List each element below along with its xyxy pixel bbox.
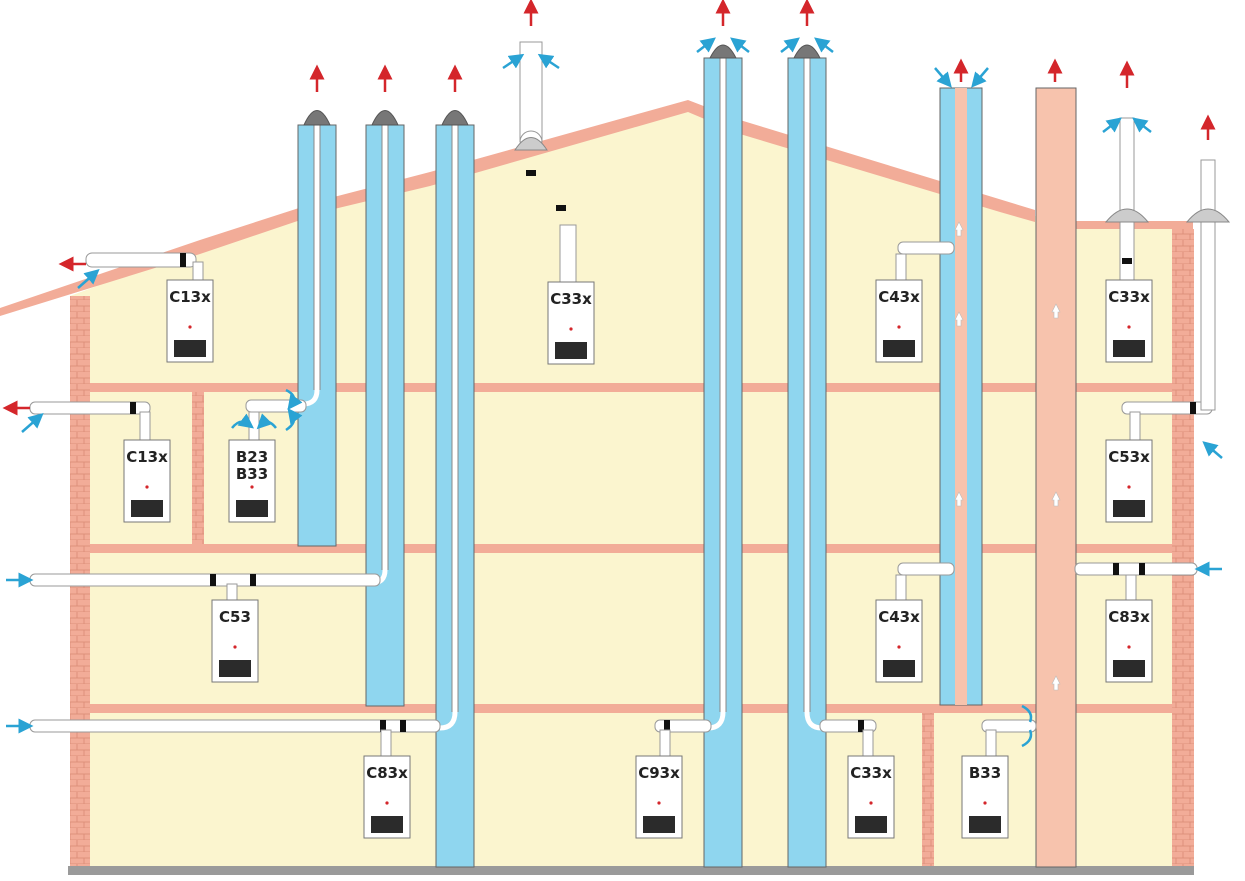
boiler-unit: C43x (875, 599, 923, 683)
boiler-indicator (188, 325, 192, 329)
boiler-label: C83x (1108, 608, 1150, 626)
boiler-label: C43x (878, 608, 920, 626)
roof-flange (514, 137, 1231, 223)
boiler-indicator (983, 801, 987, 805)
boiler-label: C83x (366, 764, 408, 782)
boiler-label: C43x (878, 288, 920, 306)
boiler-label: B33 (236, 465, 268, 483)
boiler-label: C53x (1108, 448, 1150, 466)
brick-wall-right (1172, 229, 1194, 870)
boiler-label: C13x (169, 288, 211, 306)
boiler-label: C13x (126, 448, 168, 466)
boiler-panel (236, 500, 268, 517)
boiler-indicator (1127, 325, 1131, 329)
flow-arrows (954, 221, 1061, 691)
boiler-indicator (233, 645, 237, 649)
floor-3 (90, 704, 1172, 713)
boiler-unit: C13x (123, 439, 171, 523)
boiler-unit: C93x (635, 755, 683, 839)
boiler-unit: C33x (847, 755, 895, 839)
boiler-indicator (897, 645, 901, 649)
shaft-7 (1035, 87, 1077, 868)
boiler-unit: C83x (1105, 599, 1153, 683)
boiler-panel (855, 816, 887, 833)
boiler-indicator (897, 325, 901, 329)
boiler-indicator (869, 801, 873, 805)
boiler-panel (969, 816, 1001, 833)
boiler-indicator (569, 327, 573, 331)
boiler-panel (1113, 660, 1145, 677)
boiler-unit: C53x (1105, 439, 1153, 523)
boiler-panel (131, 500, 163, 517)
boiler-indicator (145, 485, 149, 489)
boiler-panel (883, 660, 915, 677)
boiler-panel (883, 340, 915, 357)
boiler-label: C33x (1108, 288, 1150, 306)
boiler-panel (174, 340, 206, 357)
boiler-unit: C53 (211, 599, 259, 683)
boiler-indicator (385, 801, 389, 805)
floor-1 (90, 383, 1172, 392)
boiler-label: C33x (550, 290, 592, 308)
boiler-indicator (1127, 485, 1131, 489)
boiler-panel (371, 816, 403, 833)
shaft-6-core (955, 88, 967, 705)
boiler-indicator (657, 801, 661, 805)
brick-pillar-inner-2 (922, 712, 934, 870)
boiler-panel (219, 660, 251, 677)
boiler-label: B23 (236, 448, 268, 466)
boiler-unit: C33x (547, 281, 595, 365)
intake-arrows (6, 37, 1223, 748)
boiler-unit: B33 (961, 755, 1009, 839)
boiler-panel (643, 816, 675, 833)
boiler-indicator (1127, 645, 1131, 649)
ground (68, 866, 1194, 875)
boiler-panel (1113, 340, 1145, 357)
boiler-unit: C13x (166, 279, 214, 363)
boiler-panel (555, 342, 587, 359)
exhaust-arrows (2, 0, 1216, 416)
boiler-label: B33 (969, 764, 1001, 782)
boiler-label: C93x (638, 764, 680, 782)
boiler-unit: C83x (363, 755, 411, 839)
boiler-unit: C33x (1105, 279, 1153, 363)
pipe-joints (130, 170, 1196, 732)
boiler-label: C33x (850, 764, 892, 782)
boiler-panel (1113, 500, 1145, 517)
boiler-label: C53 (219, 608, 251, 626)
floor-2 (90, 544, 1172, 553)
boiler-indicator (250, 485, 254, 489)
liner-outlines (313, 58, 811, 712)
house (0, 100, 1194, 875)
brick-pillar-inner-1 (192, 390, 204, 546)
chimney-caps (303, 44, 821, 126)
boiler-unit: C43x (875, 279, 923, 363)
